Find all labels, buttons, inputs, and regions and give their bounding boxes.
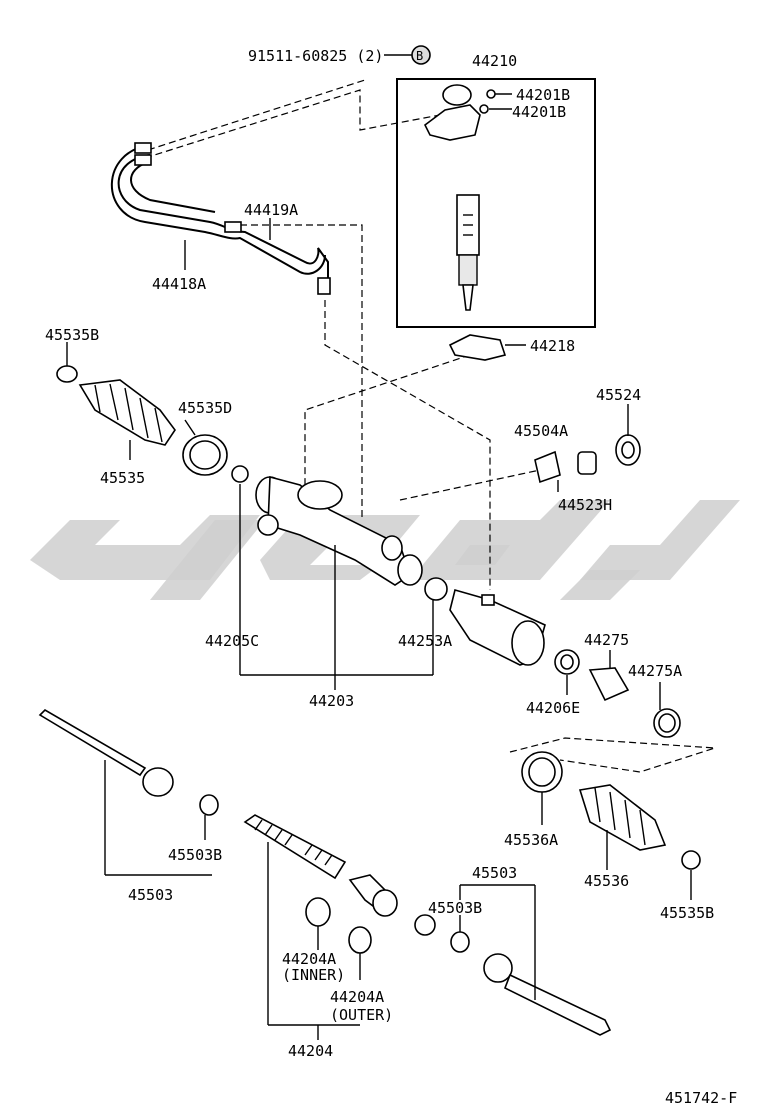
label-45535b-top: 45535B xyxy=(45,326,99,344)
label-outer-note: (OUTER) xyxy=(330,1006,393,1024)
label-45503-left: 45503 xyxy=(128,886,173,904)
pinion-valve-parts xyxy=(423,84,496,311)
watermark-logo xyxy=(30,500,740,600)
label-44275: 44275 xyxy=(584,631,629,649)
left-tie-rod xyxy=(38,708,219,816)
pressure-tube-assembly xyxy=(110,142,331,295)
dashed-guides xyxy=(144,79,716,773)
label-45503-right: 45503 xyxy=(472,864,517,882)
label-44204a-inner: 44204A xyxy=(282,950,336,968)
label-44418a: 44418A xyxy=(152,275,206,293)
label-44210: 44210 xyxy=(472,52,517,70)
label-45535: 45535 xyxy=(100,469,145,487)
label-45503b-left: 45503B xyxy=(168,846,222,864)
figure-id: 451742-F xyxy=(665,1089,737,1107)
label-44205c: 44205C xyxy=(205,632,259,650)
label-circle-b: B xyxy=(416,49,423,63)
label-44201b-1: 44201B xyxy=(516,86,570,104)
reference-b-circle xyxy=(411,45,431,65)
rack-housing-44203 xyxy=(255,475,448,601)
label-44203: 44203 xyxy=(309,692,354,710)
label-44204: 44204 xyxy=(288,1042,333,1060)
label-45524: 45524 xyxy=(596,386,641,404)
label-44206e: 44206E xyxy=(526,699,580,717)
label-inner-note: (INNER) xyxy=(282,966,345,984)
label-45503b-right: 45503B xyxy=(428,899,482,917)
leader-lines xyxy=(66,54,692,1040)
label-45504a: 45504A xyxy=(514,422,568,440)
part-labels: 91511-60825 (2) B 44210 44201B 44201B 44… xyxy=(45,47,737,1107)
left-boot-assembly xyxy=(56,365,249,483)
bushing-parts xyxy=(554,649,681,738)
label-45535b-bottom: 45535B xyxy=(660,904,714,922)
right-boot-assembly xyxy=(521,751,701,870)
label-44218: 44218 xyxy=(530,337,575,355)
cylinder-tube xyxy=(449,589,546,666)
label-44204a-outer: 44204A xyxy=(330,988,384,1006)
label-44275a: 44275A xyxy=(628,662,682,680)
label-44253a: 44253A xyxy=(398,632,452,650)
label-45536a: 45536A xyxy=(504,831,558,849)
rack-44204 xyxy=(243,814,470,954)
label-bolt-91511: 91511-60825 (2) xyxy=(248,47,383,65)
label-45535d: 45535D xyxy=(178,399,232,417)
pinion-valve-inset-box xyxy=(396,78,596,328)
gasket-44218 xyxy=(448,334,507,361)
label-45536: 45536 xyxy=(584,872,629,890)
label-44523h: 44523H xyxy=(558,496,612,514)
yoke-parts xyxy=(534,434,641,484)
label-44201b-2: 44201B xyxy=(512,103,566,121)
right-tie-rod xyxy=(483,953,612,1036)
label-44419a: 44419A xyxy=(244,201,298,219)
